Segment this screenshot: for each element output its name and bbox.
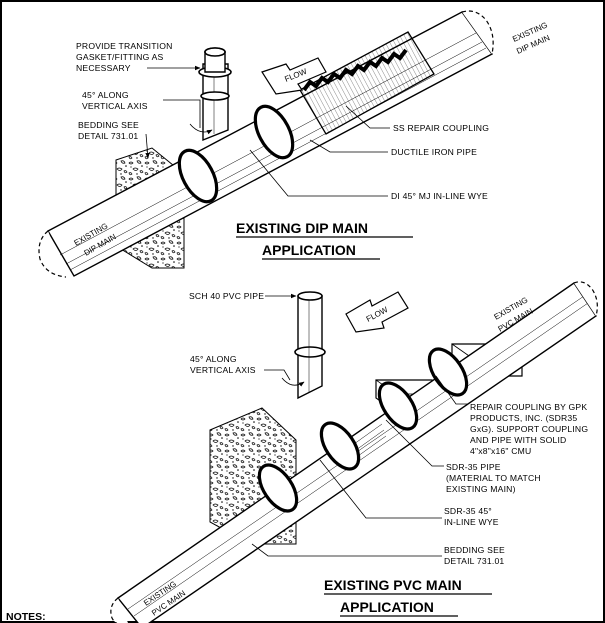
top-title-line1: EXISTING DIP MAIN — [236, 220, 368, 236]
top-transition-line3: NECESSARY — [76, 63, 131, 73]
top-collar-right — [253, 104, 295, 160]
bottom-left-broken-end — [110, 597, 128, 623]
bottom-repair-line4: AND PIPE WITH SOLID — [470, 435, 566, 445]
bottom-bedding-line1: BEDDING SEE — [444, 545, 505, 555]
top-coupling-bolts — [302, 48, 408, 92]
bottom-wye-line2: IN-LINE WYE — [444, 517, 499, 527]
bottom-ring-1 — [257, 463, 299, 513]
top-detail: FLOW EXISTING DIP MAIN EXISTING DIP MAIN… — [38, 10, 551, 278]
bottom-ring-2 — [319, 421, 361, 471]
bottom-sdr-line1: SDR-35 PIPE — [446, 462, 501, 472]
bottom-repair-line2: PRODUCTS, INC. (SDR35 — [470, 413, 577, 423]
top-collar-left — [177, 148, 219, 204]
top-flow-arrow — [261, 57, 327, 95]
top-transition-line1: PROVIDE TRANSITION — [76, 41, 173, 51]
top-bedding-line1: BEDDING SEE — [78, 120, 139, 130]
bottom-right-broken-end — [573, 281, 598, 317]
bottom-title-line1: EXISTING PVC MAIN — [324, 577, 462, 593]
top-right-broken-end — [461, 10, 494, 55]
bottom-ring-4 — [427, 347, 469, 397]
notes-heading: NOTES: — [6, 611, 46, 623]
bottom-sdr-line2: (MATERIAL TO MATCH — [446, 473, 541, 483]
bottom-repair-line5: 4"x8"x16" CMU — [470, 446, 531, 456]
bottom-axis-line2: VERTICAL AXIS — [190, 365, 256, 375]
top-axis-line2: VERTICAL AXIS — [82, 101, 148, 111]
bottom-bedding-line2: DETAIL 731.01 — [444, 556, 504, 566]
top-ductile-label: DUCTILE IRON PIPE — [391, 147, 477, 157]
top-title-line2: APPLICATION — [262, 242, 356, 258]
bottom-repair-line1: REPAIR COUPLING BY GPK — [470, 402, 587, 412]
top-bedding-line2: DETAIL 731.01 — [78, 131, 138, 141]
bottom-ring-3 — [377, 381, 419, 431]
bottom-detail: FLOW EXISTING PVC MAIN EXISTING PVC MAIN… — [110, 281, 598, 623]
bottom-sdr-line3: EXISTING MAIN) — [446, 484, 516, 494]
bottom-repair-line3: GxG). SUPPORT COUPLING — [470, 424, 588, 434]
top-transition-line2: GASKET/FITTING AS — [76, 52, 164, 62]
top-repair-label: SS REPAIR COUPLING — [393, 123, 489, 133]
top-wye-label: DI 45° MJ IN-LINE WYE — [391, 191, 488, 201]
bottom-wye-line1: SDR-35 45° — [444, 506, 492, 516]
bottom-title-line2: APPLICATION — [340, 599, 434, 615]
bottom-sch40-label: SCH 40 PVC PIPE — [189, 291, 264, 301]
bottom-flow-arrow — [345, 291, 409, 333]
top-left-broken-end — [38, 230, 67, 278]
bottom-axis-line1: 45° ALONG — [190, 354, 237, 364]
top-axis-line1: 45° ALONG — [82, 90, 129, 100]
